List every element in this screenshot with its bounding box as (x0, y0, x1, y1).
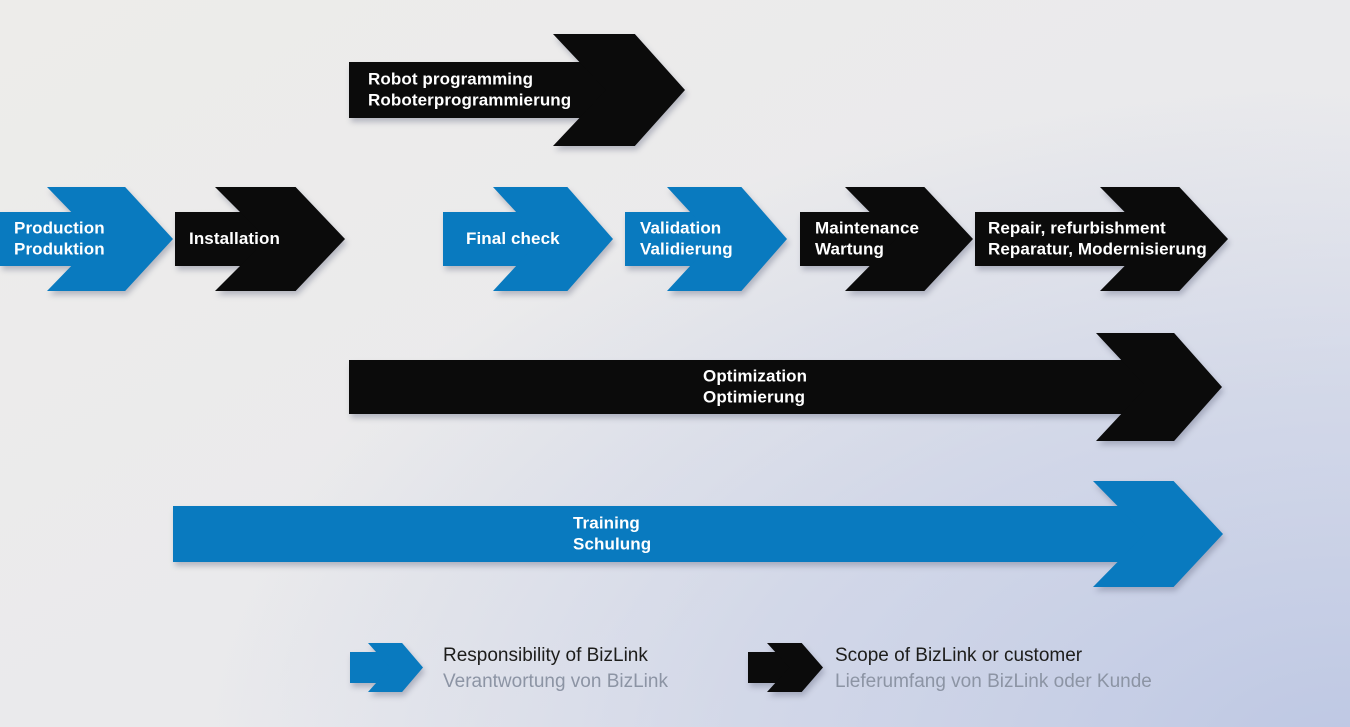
arrow-label: Training Schulung (573, 514, 651, 555)
arrow-body (349, 360, 1157, 414)
arrow-body (173, 506, 1156, 562)
arrow-label-line2: Schulung (573, 534, 652, 553)
arrow-label-line1: Training (573, 513, 640, 533)
arrow-label: Repair, refurbishment Reparatur, Moderni… (988, 219, 1207, 260)
arrow-label-line1: Repair, refurbishment (988, 218, 1166, 238)
legend-responsibility-en: Responsibility of BizLink (443, 645, 648, 666)
arrow-installation: Installation (175, 187, 345, 291)
arrow-optimization: Optimization Optimierung (349, 333, 1222, 441)
arrow-maintenance: Maintenance Wartung (800, 187, 973, 291)
arrow-label-line1: Robot programming (368, 69, 534, 89)
arrow-label: Validation Validierung (640, 219, 733, 260)
legend-blue-arrow-icon (350, 643, 423, 692)
arrow-label-line1: Production (14, 218, 105, 238)
arrow-label-line1: Validation (640, 218, 722, 238)
arrow-label-line2: Reparatur, Modernisierung (988, 239, 1207, 258)
arrow-label-line2: Optimierung (703, 387, 806, 406)
arrow-label: Optimization Optimierung (703, 367, 807, 408)
arrow-production: Production Produktion (0, 187, 173, 291)
legend-scope-de: Lieferumfang von BizLink oder Kunde (835, 671, 1152, 692)
arrow-body (975, 212, 1162, 266)
arrow-label: Installation (189, 229, 280, 250)
arrow-training: Training Schulung (173, 481, 1223, 587)
arrow-label-line1: Installation (189, 228, 280, 248)
arrow-label-line1: Final check (466, 228, 560, 248)
arrow-label-line2: Roboterprogrammierung (368, 90, 572, 109)
legend-responsibility: Responsibility of BizLink Verantwortung … (443, 644, 668, 694)
legend-scope: Scope of BizLink or customer Lieferumfan… (835, 644, 1152, 694)
arrow-robot-programming: Robot programming Roboterprogrammierung (349, 34, 685, 146)
arrow-label-line2: Wartung (815, 239, 884, 258)
legend-scope-en: Scope of BizLink or customer (835, 645, 1083, 666)
arrow-label: Robot programming Roboterprogrammierung (368, 70, 571, 111)
arrow-label: Final check (466, 229, 560, 250)
arrow-label-line1: Maintenance (815, 218, 920, 238)
arrow-body (349, 62, 617, 118)
arrow-repair: Repair, refurbishment Reparatur, Moderni… (975, 187, 1228, 291)
arrow-validation: Validation Validierung (625, 187, 787, 291)
arrow-final-check: Final check (443, 187, 613, 291)
legend-black-arrow-icon (748, 643, 823, 692)
arrow-label: Maintenance Wartung (815, 219, 919, 260)
arrow-label-line2: Validierung (640, 239, 733, 258)
legend-responsibility-de: Verantwortung von BizLink (443, 671, 668, 692)
arrow-label-line2: Produktion (14, 239, 105, 258)
arrow-label: Production Produktion (14, 219, 105, 260)
arrow-label-line1: Optimization (703, 366, 808, 386)
